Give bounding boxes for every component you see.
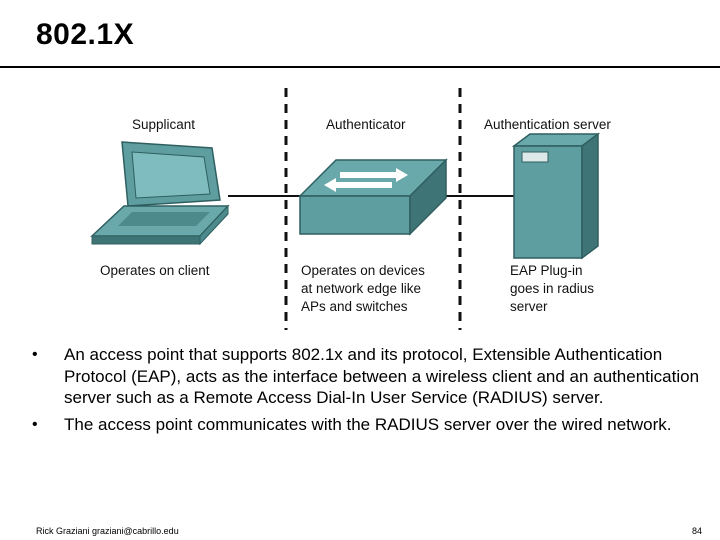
page-number: 84 — [691, 526, 702, 536]
caption-client-line: Operates on client — [100, 263, 210, 278]
caption-server-line: server — [510, 299, 548, 314]
caption-devices-line: at network edge like — [301, 281, 421, 296]
bullet-list: • An access point that supports 802.1x a… — [32, 344, 712, 440]
bullet-item: • The access point communicates with the… — [32, 414, 712, 436]
role-supplicant: Supplicant — [132, 117, 195, 132]
caption-client: Operates on client — [100, 263, 210, 278]
caption-devices: Operates on devices at network edge like… — [301, 263, 429, 314]
page-title: 802.1X — [36, 18, 135, 51]
title-divider — [0, 66, 720, 68]
bullet-icon: • — [32, 346, 38, 363]
server-icon — [511, 132, 601, 260]
role-auth-server: Authentication server — [484, 117, 611, 132]
bullet-text: An access point that supports 802.1x and… — [64, 345, 700, 407]
caption-server-line: goes in radius — [510, 281, 594, 296]
caption-devices-line: APs and switches — [301, 299, 408, 314]
switch-icon — [298, 158, 448, 236]
bullet-icon: • — [32, 415, 38, 433]
caption-server-line: EAP Plug-in — [510, 263, 583, 278]
bullet-text: The access point communicates with the R… — [64, 414, 672, 434]
network-diagram: Supplicant Authenticator Authentication … — [90, 88, 611, 330]
laptop-icon — [90, 141, 230, 246]
caption-devices-line: Operates on devices — [301, 263, 425, 278]
caption-server: EAP Plug-in goes in radius server — [510, 263, 598, 314]
footer-author: Rick Graziani graziani@cabrillo.edu — [36, 526, 179, 536]
role-authenticator: Authenticator — [326, 117, 406, 132]
bullet-item: • An access point that supports 802.1x a… — [32, 344, 712, 409]
